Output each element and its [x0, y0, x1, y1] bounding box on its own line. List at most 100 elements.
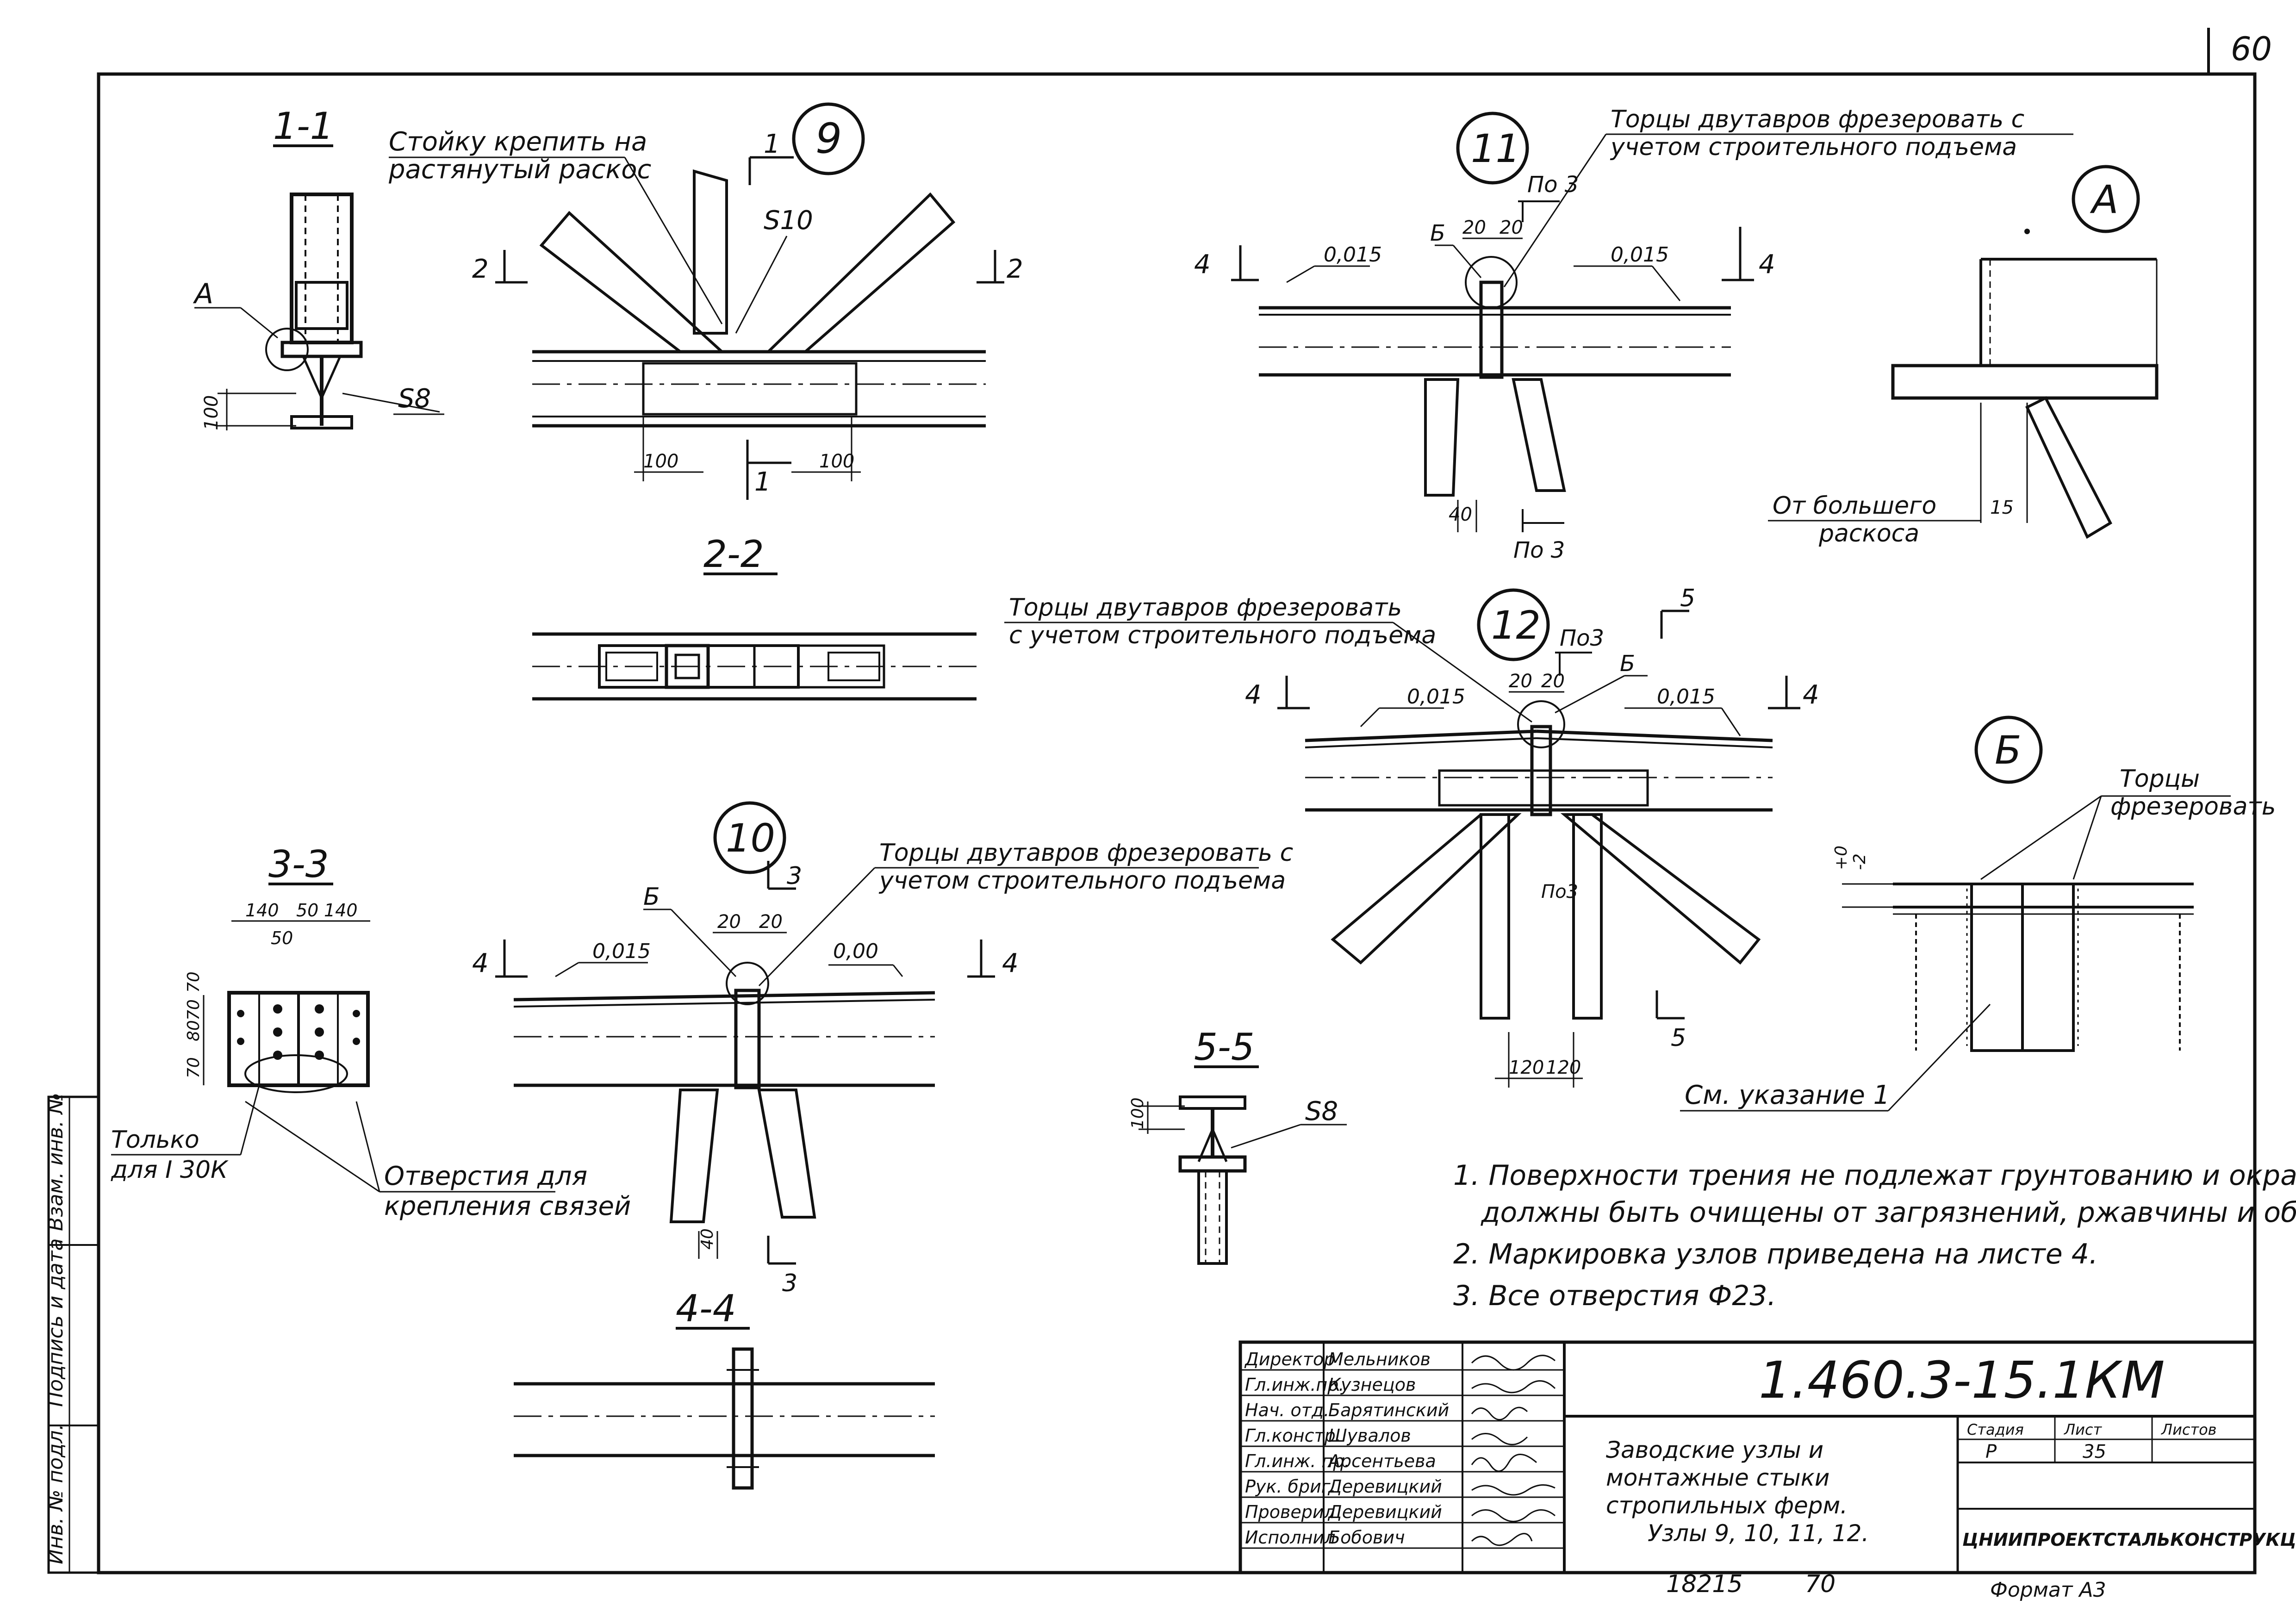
dim-20-b: 20 [1500, 217, 1523, 238]
stamp-inv: 18215 [1666, 1570, 1742, 1598]
detail-B: Б Торцы фрезеровать +0 -2 См. указание 1 [1680, 716, 2276, 1112]
dim-140-a: 140 [245, 900, 279, 921]
side-field-replace: Взам. инв. № [44, 1093, 68, 1231]
stamp-name-2: Барятинский [1328, 1400, 1449, 1420]
cut-2-right: 2 [1007, 254, 1023, 284]
label-po3-d: По3 [1541, 881, 1578, 902]
node-11: 11 Торцы двутавров фрезеровать с учетом … [1194, 106, 2073, 563]
stamp-title-1: монтажные стыки [1606, 1464, 1829, 1491]
dim-100-a: 100 [201, 395, 222, 430]
detail-A: А От большего раскоса 15 [1768, 165, 2159, 548]
cut-4-right-12: 4 [1803, 680, 1819, 710]
cut-3-bottom: 3 [782, 1269, 797, 1297]
note-tortsyB-2: фрезеровать [2110, 793, 2276, 821]
note-1-cont: должны быть очищены от загрязнений, ржав… [1481, 1196, 2296, 1229]
label-B-10: Б [643, 883, 660, 911]
node-10-id: 10 [726, 815, 775, 861]
side-field-inv: Инв. № подл. [44, 1424, 68, 1564]
dim-70-c: 70 [184, 1057, 203, 1078]
slope-11-b: 0,015 [1611, 243, 1669, 267]
stamp-name-0: Мельников [1328, 1349, 1431, 1369]
note-tolko-2: для I 30К [111, 1156, 229, 1184]
note-otv-1: Отверстия для [384, 1161, 587, 1191]
tol-plus: +0 [1832, 846, 1851, 870]
note-1: 1. Поверхности трения не подлежат грунто… [1453, 1159, 2296, 1192]
cut-4-left-12: 4 [1245, 680, 1262, 710]
dim-100-b: 100 [643, 451, 678, 472]
note-otv-2: крепления связей [384, 1191, 631, 1221]
note-sm-ukazanie: См. указание 1 [1685, 1080, 1890, 1110]
section-4-4: 4-4 [514, 1287, 935, 1490]
cut-4-left-10: 4 [472, 948, 489, 978]
node-10-circle [713, 801, 786, 874]
note-tortsy12-2: с учетом строительного подъема [1009, 622, 1436, 649]
cut-4-left-11: 4 [1194, 249, 1211, 280]
node-9: 9 Стойку крепить на растянутый раскос 1 … [388, 102, 1023, 500]
dim-120-a: 120 [1509, 1057, 1544, 1078]
cut-4-right-11: 4 [1759, 249, 1775, 280]
sheet-frame [97, 72, 2257, 1574]
cut-4-right-10: 4 [1002, 948, 1019, 978]
stamp-format: Формат А3 [1990, 1578, 2106, 1602]
stamp-title-0: Заводские узлы и [1606, 1437, 1823, 1463]
note-stoyku-1: Стойку крепить на [389, 127, 647, 157]
dim-100-d: 100 [1128, 1097, 1147, 1129]
note-2: 2. Маркировка узлов приведена на листе 4… [1453, 1238, 2098, 1270]
note-tortsyB-1: Торцы [2120, 765, 2200, 793]
stamp-name-3: Шувалов [1328, 1425, 1411, 1446]
stamp-name-6: Деревицкий [1327, 1502, 1442, 1522]
section-2-2: 2-2 [532, 533, 977, 701]
dim-20-e: 20 [717, 911, 741, 933]
stamp-sheet-no: 70 [1805, 1570, 1836, 1598]
dim-50-a: 50 [296, 900, 318, 921]
stamp-stage-label: Стадия [1967, 1421, 2024, 1438]
stamp-role-5: Рук. бриг. [1245, 1476, 1336, 1497]
dim-40-b: 40 [698, 1228, 717, 1250]
stamp-role-0: Директор [1244, 1349, 1335, 1369]
dim-140-b: 140 [324, 900, 358, 921]
label-po3-a: По 3 [1527, 172, 1579, 198]
node-9-id: 9 [815, 114, 842, 163]
note-stoyku-2: растянутый раскос [388, 155, 651, 185]
section-title-1-1: 1-1 [273, 105, 334, 148]
detail-B-id: Б [1995, 728, 2022, 773]
note-tortsy10-2: учетом строительного подъема [878, 867, 1286, 895]
stamp-role-3: Гл.констр. [1245, 1425, 1341, 1446]
label-po3-b: По 3 [1513, 537, 1565, 563]
dim-40-a: 40 [1449, 504, 1472, 525]
label-s10: S10 [764, 205, 813, 236]
cut-5-bottom: 5 [1671, 1024, 1686, 1052]
label-po3-c: По3 [1560, 625, 1604, 651]
stamp-name-1: Кузнецов [1328, 1375, 1416, 1395]
stamp-name-7: Бобович [1328, 1527, 1405, 1548]
section-3-3: 3-3 140 50 50 140 70 70 80 70 Только для… [111, 843, 631, 1221]
node-12: 12 Торцы двутавров фрезеровать с учетом … [1004, 585, 1819, 1088]
stamp-name-5: Деревицкий [1327, 1476, 1442, 1497]
cut-5-top: 5 [1680, 585, 1695, 612]
stamp-sheet-value: 35 [2083, 1441, 2106, 1462]
note-otbol-1: От большего [1773, 492, 1936, 520]
note-3: 3. Все отверстия Ф23. [1453, 1280, 1776, 1312]
stamp-role-7: Исполнил [1245, 1527, 1336, 1548]
title-block: Директор Гл.инж.пр. Нач. отд. Гл.констр.… [1238, 1340, 2296, 1602]
dim-70-b: 70 [184, 971, 203, 993]
node-11-circle [1456, 112, 1529, 185]
stamp-title-2: стропильных ферм. [1606, 1492, 1848, 1519]
note-tortsy12-1: Торцы двутавров фрезеровать [1009, 594, 1402, 622]
dim-20-f: 20 [759, 911, 783, 933]
slope-11-a: 0,015 [1324, 243, 1382, 267]
side-field-signature: Подпись и дата [44, 1238, 68, 1407]
detail-A-id: А [2090, 177, 2118, 222]
note-tolko-1: Только [111, 1126, 199, 1154]
label-B-12: Б [1620, 651, 1635, 677]
section-title-5-5: 5-5 [1194, 1026, 1255, 1069]
stamp-code: 1.460.3-15.1КМ [1759, 1350, 2165, 1410]
dim-20-c: 20 [1509, 671, 1532, 692]
section-1-1: 1-1 А S8 100 [193, 105, 444, 430]
tol-minus: -2 [1850, 853, 1869, 870]
dim-20-a: 20 [1462, 217, 1486, 238]
cut-3-top: 3 [787, 862, 802, 890]
node-12-circle [1477, 588, 1550, 661]
